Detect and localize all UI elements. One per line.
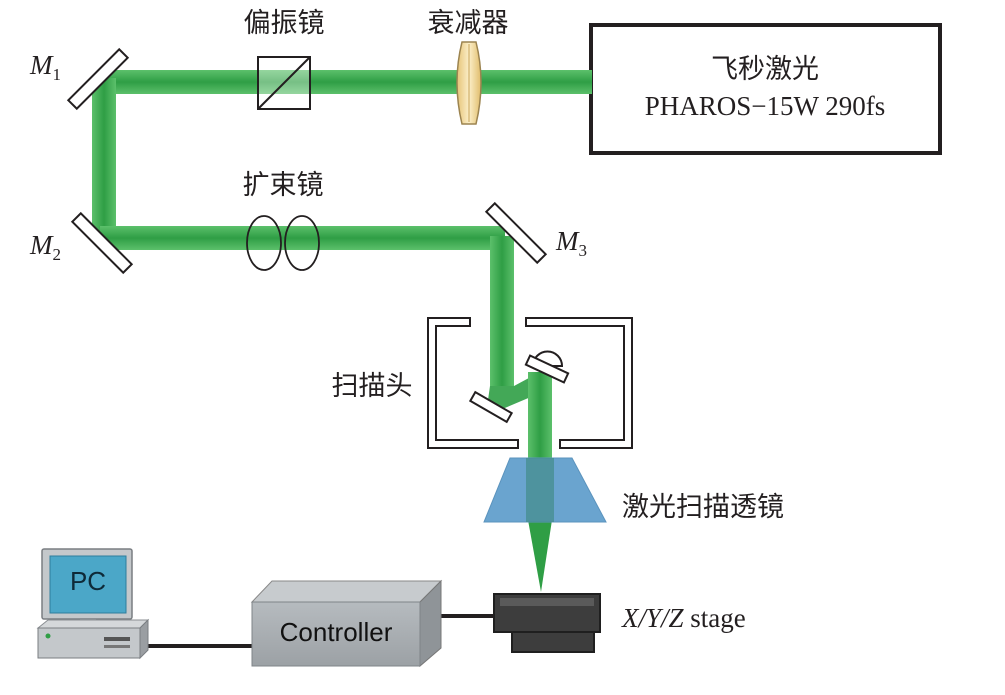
scan-lens-label: 激光扫描透镜 [622, 492, 784, 523]
svg-text:M1: M1 [29, 50, 61, 84]
controller-box: Controller [250, 579, 443, 668]
attenuator: 衰减器 [428, 8, 509, 125]
mirror-m3-letter: M [555, 226, 580, 256]
beam-expander: 扩束镜 [243, 170, 324, 271]
beam-segment-down [490, 236, 514, 386]
mirror-m3-subscript: 3 [579, 241, 588, 260]
cables [142, 614, 494, 648]
beam-segment-left [92, 78, 116, 240]
femtosecond-laser-box: 飞秒激光 PHAROS−15W 290fs [589, 23, 942, 155]
pc-computer: PC [36, 548, 150, 660]
beam-segment-exit [528, 372, 552, 462]
mirror-m2-letter: M [29, 230, 54, 260]
laser-model-label: PHAROS−15W 290fs [645, 91, 886, 121]
pc-screen-label: PC [70, 566, 106, 596]
mirror-m2-subscript: 2 [53, 245, 62, 264]
mirror-m2: M2 [29, 211, 134, 275]
mirror-m1-subscript: 1 [53, 65, 62, 84]
mirror-m1-letter: M [29, 50, 54, 80]
svg-text:X/Y/Z stage: X/Y/Z stage [621, 603, 746, 633]
laser-beam-path [92, 70, 592, 592]
stage-word-label: stage [684, 603, 746, 633]
beam-expander-label: 扩束镜 [243, 170, 324, 201]
xyz-stage: X/Y/Z stage [493, 593, 746, 653]
polarizer: 偏振镜 [244, 8, 325, 110]
attenuator-label: 衰减器 [428, 8, 509, 39]
laser-scan-lens: 激光扫描透镜 [483, 457, 784, 523]
mirror-m3: M3 [484, 201, 587, 265]
polarizer-label: 偏振镜 [244, 8, 325, 39]
beam-segment-top [100, 70, 592, 94]
controller-label: Controller [280, 617, 393, 647]
mirror-m1: M1 [29, 47, 130, 111]
laser-label-cn: 飞秒激光 [711, 54, 819, 85]
svg-text:M2: M2 [29, 230, 61, 264]
scan-head: 扫描头 [332, 317, 633, 449]
focused-beam [528, 520, 552, 592]
stage-axes-label: X/Y/Z [621, 603, 685, 633]
scan-head-label: 扫描头 [332, 371, 413, 402]
beam-segment-middle [100, 226, 505, 250]
svg-text:M3: M3 [555, 226, 587, 260]
